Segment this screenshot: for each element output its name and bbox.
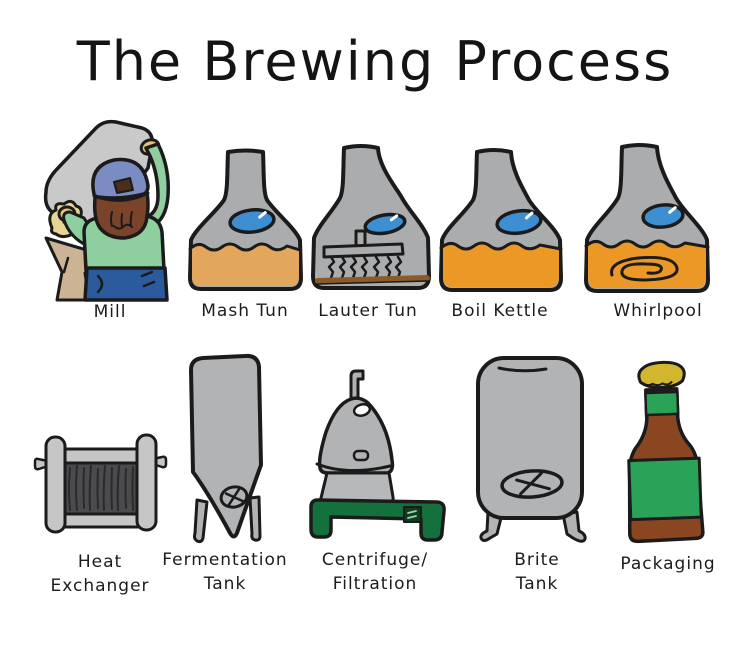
hopper-detail-line bbox=[62, 256, 70, 274]
wort-liquid bbox=[443, 243, 559, 287]
grain-bed-edge bbox=[316, 280, 429, 285]
dome-seam-line bbox=[315, 462, 392, 473]
valve-x-icon bbox=[219, 485, 249, 509]
brite-tank-illustration bbox=[476, 356, 587, 543]
lauter-tun-illustration bbox=[311, 144, 431, 290]
centrifuge-illustration bbox=[309, 369, 446, 542]
boil-kettle-illustration bbox=[439, 148, 563, 292]
porthole-window-icon bbox=[363, 212, 407, 236]
rake-mechanism bbox=[322, 229, 405, 280]
right-arm bbox=[142, 142, 171, 228]
liquid-wave-line bbox=[188, 242, 302, 252]
label-boil-kettle: Boil Kettle bbox=[451, 301, 549, 321]
label-brite-tank: Brite Tank bbox=[514, 550, 560, 594]
liquid-wave-line bbox=[439, 241, 563, 251]
mill-illustration bbox=[43, 119, 171, 302]
jeans bbox=[83, 266, 169, 302]
label-packaging: Packaging bbox=[620, 554, 716, 574]
cap-patch bbox=[113, 177, 134, 194]
porthole-window-icon bbox=[495, 208, 543, 236]
label-mill: Mill bbox=[93, 302, 127, 322]
mash-liquid bbox=[192, 244, 299, 286]
plate-lines bbox=[68, 465, 134, 511]
top-pipe bbox=[349, 369, 365, 404]
beard-strokes bbox=[110, 211, 133, 230]
liquid-wave-line bbox=[584, 239, 710, 249]
label-fermentation-tank: Fermentation Tank bbox=[162, 550, 288, 594]
whirlpool-illustration bbox=[584, 143, 710, 293]
neck-label bbox=[644, 390, 680, 417]
mash-tun-illustration bbox=[188, 148, 303, 291]
fermentation-tank-illustration bbox=[189, 353, 263, 544]
porthole-window-icon bbox=[641, 203, 685, 229]
whirlpool-spiral bbox=[610, 256, 679, 282]
green-skid bbox=[309, 498, 446, 542]
label-mash-tun: Mash Tun bbox=[201, 301, 289, 321]
heat-exchanger-illustration bbox=[33, 433, 168, 534]
left-leg bbox=[479, 510, 504, 542]
label-whirlpool: Whirlpool bbox=[613, 301, 703, 321]
label-lauter-tun: Lauter Tun bbox=[318, 301, 418, 321]
left-leg bbox=[193, 498, 209, 544]
base-skirt bbox=[319, 471, 395, 504]
sight-glass bbox=[352, 403, 372, 417]
top-seam-line bbox=[497, 366, 548, 373]
left-end-cap bbox=[44, 435, 67, 534]
manway-x-icon bbox=[500, 469, 564, 499]
packaging-illustration bbox=[627, 360, 705, 544]
bottle-cap bbox=[637, 360, 686, 389]
brewer-person bbox=[57, 138, 171, 302]
cap-brim-line bbox=[92, 191, 150, 202]
label-heat-exchanger: Heat Exchanger bbox=[50, 552, 150, 596]
handle-detail bbox=[352, 449, 370, 462]
tank-body bbox=[476, 356, 584, 520]
right-leg bbox=[248, 495, 262, 542]
right-leg bbox=[561, 510, 587, 543]
right-end-cap bbox=[135, 433, 158, 532]
grain-bed bbox=[315, 275, 430, 284]
page-title: The Brewing Process bbox=[76, 30, 674, 93]
tank-body bbox=[189, 353, 263, 539]
skid-panel bbox=[403, 506, 422, 523]
body-label bbox=[627, 456, 703, 522]
jeans-pocket-marks bbox=[96, 270, 156, 294]
label-centrifuge: Centrifuge/ Filtration bbox=[321, 550, 429, 594]
porthole-window-icon bbox=[228, 208, 276, 234]
